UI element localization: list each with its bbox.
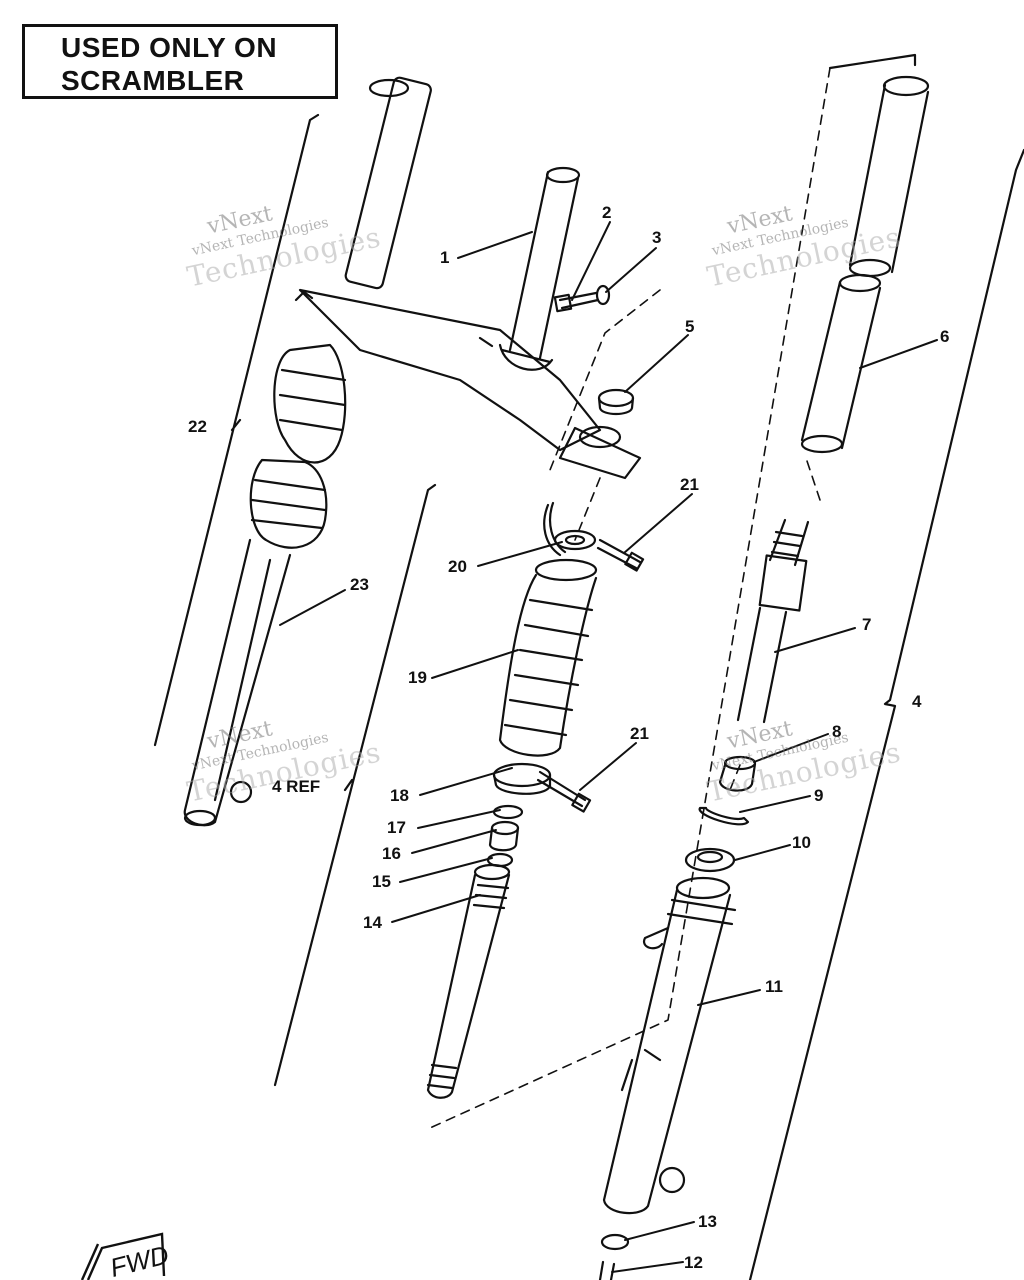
- washer-part-3: [595, 284, 611, 306]
- callout-23: 23: [350, 575, 369, 594]
- cap-part-5: [597, 388, 635, 416]
- callout-17: 17: [387, 818, 406, 837]
- bolt-part-12: [598, 1260, 616, 1280]
- scrambler-note-box: USED ONLY ON SCRAMBLER: [22, 24, 338, 99]
- clamp-block: [558, 425, 642, 480]
- callout-20: 20: [448, 557, 467, 576]
- callout-15: 15: [372, 872, 391, 891]
- bracket-4: [748, 148, 1024, 1280]
- callout-11: 11: [765, 977, 783, 996]
- note-line-1: USED ONLY ON: [61, 32, 278, 63]
- callout-18: 18: [390, 786, 409, 805]
- seal-part-8: [718, 755, 757, 792]
- clip-part-9: [698, 806, 750, 826]
- callout-2: 2: [602, 203, 612, 222]
- clamp-part-18: [492, 762, 552, 795]
- outer-tube-part-11: [602, 876, 737, 1215]
- callout-16: 16: [382, 844, 401, 863]
- bolt-part-21-lower: [536, 770, 592, 813]
- alignment-lines: [429, 67, 831, 1129]
- damper-rod-part-7: [736, 518, 810, 724]
- callout-4: 4: [912, 692, 922, 711]
- callout-19: 19: [408, 668, 427, 687]
- callout-22: 22: [188, 417, 207, 436]
- top-guide: [828, 53, 917, 70]
- callout-5: 5: [685, 317, 695, 336]
- callout-3: 3: [652, 228, 662, 247]
- callout-21-lower: 21: [630, 724, 649, 743]
- bolt-part-2: [553, 291, 600, 313]
- inner-tube-part-14: [426, 863, 511, 1099]
- callout-6: 6: [940, 327, 950, 346]
- fork-tube-part-6: [800, 273, 882, 454]
- bolt-part-21-upper: [596, 538, 645, 572]
- note-line-2: SCRAMBLER: [61, 65, 245, 96]
- cable-guide: [543, 501, 567, 557]
- assembled-fork-part-23: [213, 558, 272, 802]
- callout-10: 10: [792, 833, 811, 852]
- washer-part-13: [600, 1233, 630, 1251]
- ring-part-17: [492, 804, 524, 820]
- callout-8: 8: [832, 722, 842, 741]
- bushing-part-16: [488, 820, 520, 852]
- rubber-boot-part-19: [498, 558, 598, 757]
- callout-14: 14: [363, 913, 382, 932]
- leader-lines: [279, 221, 938, 1273]
- bracket-22: [153, 113, 320, 747]
- callout-1: 1: [440, 248, 450, 267]
- steering-stem-part-1: [498, 166, 581, 371]
- callout-13: 13: [698, 1212, 717, 1231]
- callout-4-ref: 4 REF: [272, 777, 321, 796]
- bracket-middle: [273, 483, 437, 1087]
- oil-seal-part-10: [684, 847, 736, 873]
- callout-7: 7: [862, 615, 872, 634]
- assembled-fork-part-22: [183, 76, 602, 827]
- forward-arrow-icon: FWD: [80, 1232, 168, 1280]
- callout-21-upper: 21: [680, 475, 699, 494]
- callout-12: 12: [684, 1253, 703, 1272]
- callout-9: 9: [814, 786, 824, 805]
